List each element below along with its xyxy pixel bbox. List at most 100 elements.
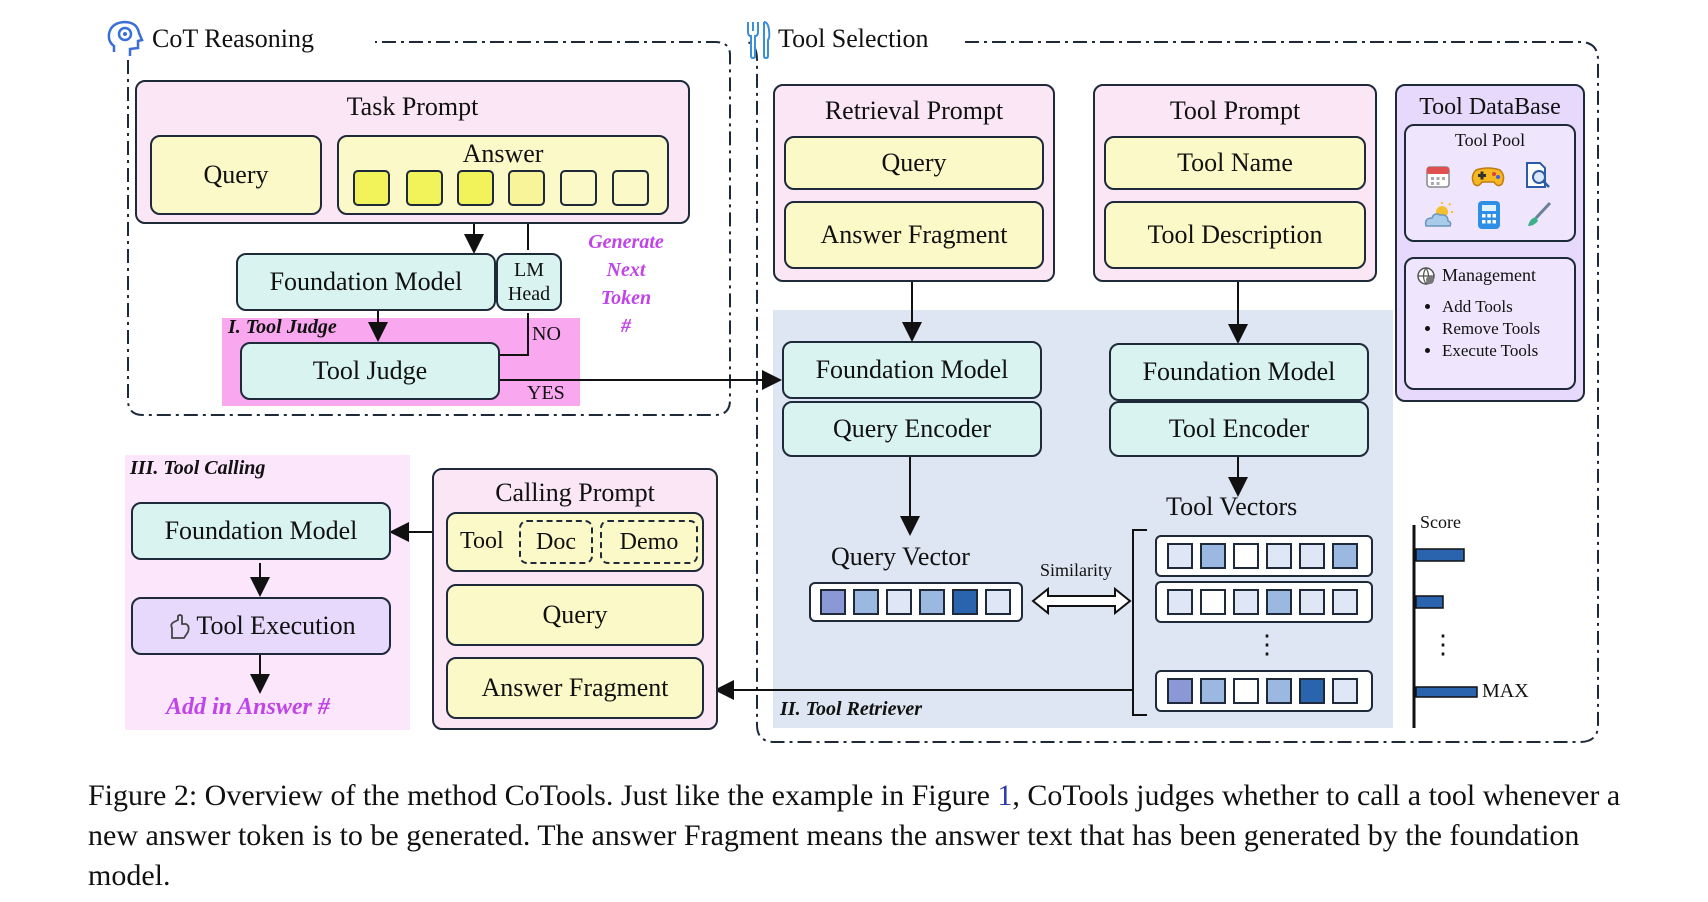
yes-label: YES <box>527 382 565 404</box>
management-item-execute: Execute Tools <box>1442 340 1540 362</box>
query-vector-cell <box>952 589 978 615</box>
answer-token-2 <box>406 170 443 206</box>
task-prompt-title: Task Prompt <box>346 92 479 121</box>
query-vector-cell <box>886 589 912 615</box>
caption-rest: , CoTools judges whether to call a tool … <box>88 779 1621 892</box>
generate-next-token-label: Generate Next Token # <box>574 228 678 340</box>
management-box: Management Add Tools Remove Tools Execut… <box>1404 257 1576 390</box>
tool-description-box: Tool Description <box>1104 201 1366 269</box>
calling-answer-fragment-label: Answer Fragment <box>481 673 669 702</box>
lm-head-box: LM Head <box>496 253 562 311</box>
similarity-label: Similarity <box>1040 560 1112 580</box>
calling-query-label: Query <box>542 600 608 629</box>
calling-query-box: Query <box>446 584 704 646</box>
calling-prompt-title: Calling Prompt <box>495 478 655 507</box>
cot-foundation-model-label: Foundation Model <box>269 267 463 296</box>
retrieval-query-label: Query <box>881 148 947 177</box>
tool-vector-cell <box>1233 678 1259 704</box>
tool-encoder-label: Tool Encoder <box>1168 414 1310 443</box>
management-item-remove: Remove Tools <box>1442 318 1540 340</box>
retrieval-query-box: Query <box>784 136 1044 190</box>
lm-head-line-2: Head <box>507 283 551 305</box>
tool-judge-box: Tool Judge <box>240 342 500 400</box>
answer-token-1 <box>353 170 390 206</box>
hand-wrench-icon <box>170 614 190 639</box>
lm-head-line-1: LM <box>514 259 544 281</box>
retrieval-prompt-title: Retrieval Prompt <box>824 96 1004 125</box>
tool-execution-box: Tool Execution <box>131 597 391 655</box>
tool-name-box: Tool Name <box>1104 136 1366 190</box>
tool-judge-region-label: I. Tool Judge <box>228 316 337 339</box>
search-doc-icon <box>1522 160 1552 195</box>
tool-vector-cell <box>1266 678 1292 704</box>
retriever-foundation-model-right: Foundation Model <box>1109 343 1369 401</box>
management-item-add: Add Tools <box>1442 296 1540 318</box>
tool-vector-cell <box>1266 589 1292 615</box>
tool-vector-cell <box>1200 678 1226 704</box>
tool-retriever-region-label: II. Tool Retriever <box>780 698 922 721</box>
score-bar-2 <box>1415 595 1444 609</box>
generate-line-1: Generate <box>588 231 664 253</box>
task-query-label: Query <box>203 160 269 189</box>
calculator-icon <box>1476 200 1502 235</box>
tool-vector-cell <box>1167 678 1193 704</box>
tool-vectors-ellipsis: ⋮ <box>1254 630 1280 659</box>
weather-icon <box>1422 202 1456 235</box>
calling-answer-fragment-box: Answer Fragment <box>446 657 704 719</box>
tool-database-title: Tool DataBase <box>1419 94 1561 120</box>
score-ellipsis: ⋮ <box>1430 630 1456 659</box>
query-encoder-label: Query Encoder <box>832 414 992 443</box>
brain-gear-icon <box>107 20 144 56</box>
cot-reasoning-header: CoT Reasoning <box>104 18 314 60</box>
task-query-box: Query <box>150 135 322 215</box>
query-vector-cell <box>985 589 1011 615</box>
generate-line-2: Next <box>606 259 646 281</box>
tools-icon <box>747 21 771 60</box>
gamepad-icon <box>1470 162 1506 195</box>
calling-foundation-model-label: Foundation Model <box>164 516 358 545</box>
management-title: Management <box>1442 265 1536 285</box>
calendar-icon <box>1424 162 1452 195</box>
tool-description-label: Tool Description <box>1147 220 1323 249</box>
query-vector-cell <box>919 589 945 615</box>
tool-selection-header: Tool Selection <box>742 18 929 60</box>
tool-vector-cell <box>1332 543 1358 569</box>
tool-vector-cell <box>1299 543 1325 569</box>
generate-line-3: Token <box>600 287 652 309</box>
score-label: Score <box>1420 512 1461 532</box>
caption-figure-ref[interactable]: 1 <box>997 779 1013 812</box>
calling-demo-box: Demo <box>600 520 698 564</box>
score-bar-3 <box>1415 686 1478 698</box>
score-bar-1 <box>1415 548 1465 562</box>
answer-token-5 <box>560 170 597 206</box>
caption-lead: Figure 2: Overview of the method CoTools… <box>88 779 998 812</box>
tool-judge-region-text: I. Tool Judge <box>228 316 337 338</box>
calling-foundation-model: Foundation Model <box>131 502 391 560</box>
figure-caption: Figure 2: Overview of the method CoTools… <box>88 776 1628 896</box>
brush-icon <box>1524 200 1554 235</box>
tool-vector-cell <box>1299 678 1325 704</box>
tool-vector-cell <box>1167 589 1193 615</box>
management-list: Add Tools Remove Tools Execute Tools <box>1416 296 1540 362</box>
calling-demo-label: Demo <box>619 528 679 555</box>
tool-vector-cell <box>1266 543 1292 569</box>
add-in-answer-label: Add in Answer # <box>166 694 330 720</box>
tool-calling-region-text: III. Tool Calling <box>130 457 266 479</box>
retriever-fm-left-label: Foundation Model <box>815 355 1009 384</box>
tool-vector-cell <box>1299 589 1325 615</box>
tool-calling-region-label: III. Tool Calling <box>130 457 265 480</box>
tool-vector-cell <box>1332 589 1358 615</box>
retriever-foundation-model-left: Foundation Model <box>782 341 1042 399</box>
query-vector-label: Query Vector <box>831 542 970 571</box>
query-encoder-box: Query Encoder <box>782 401 1042 457</box>
cot-reasoning-title: CoT Reasoning <box>152 24 315 53</box>
tool-vector-cell <box>1332 678 1358 704</box>
tool-vector-cell <box>1200 543 1226 569</box>
tool-execution-label: Tool Execution <box>196 611 356 640</box>
tool-pool-title: Tool Pool <box>1454 130 1526 150</box>
query-vector-cell <box>820 589 846 615</box>
retrieval-answer-fragment-box: Answer Fragment <box>784 201 1044 269</box>
tool-selection-title: Tool Selection <box>778 24 929 53</box>
tool-judge-label: Tool Judge <box>312 356 428 385</box>
tool-vectors-label: Tool Vectors <box>1166 492 1298 521</box>
